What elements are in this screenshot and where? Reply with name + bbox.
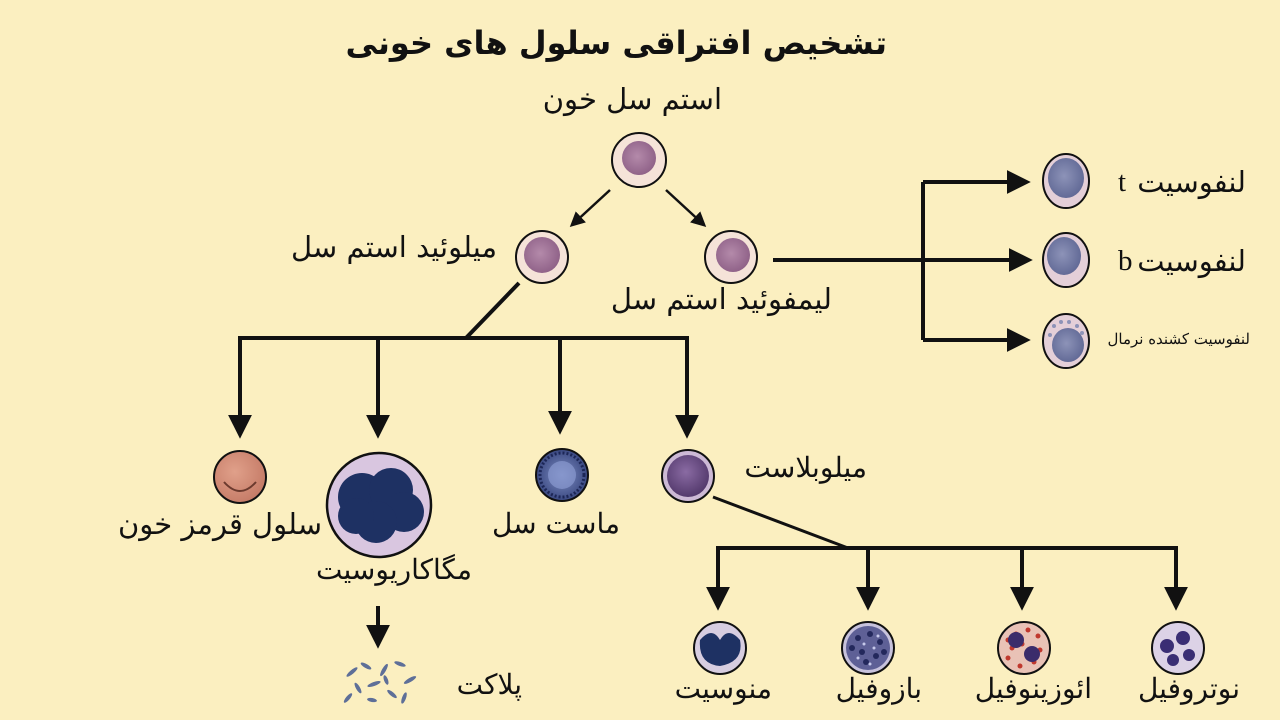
label-nk-lymphocyte: لنفوسیت کشنده نرمال	[1107, 330, 1250, 348]
diagram-title: تشخیص افتراقی سلول های خونی	[345, 24, 887, 62]
nk-lymphocyte-cell	[1042, 313, 1090, 369]
line-myeloid-diagonal	[464, 281, 521, 340]
label-lymphoid-stem-cell: لیمفوئید استم سل	[610, 282, 832, 316]
connectors	[228, 170, 1188, 649]
monocyte-cell	[693, 621, 747, 675]
label-myeloid-stem-cell: میلوئید استم سل	[290, 230, 497, 264]
label-platelet: پلاکت	[456, 668, 522, 701]
label-myeloblast: میلوبلاست	[744, 451, 867, 484]
label-b-letter: b	[1118, 245, 1133, 277]
label-neutrophil: نوتروفیل	[1137, 672, 1240, 705]
myeloid-stem-cell	[515, 230, 569, 284]
label-megakaryocyte: مگاکاریوسیت	[315, 553, 472, 586]
label-blood-stem-cell: استم سل خون	[542, 82, 722, 116]
lymphoid-stem-cell	[704, 230, 758, 284]
b-lymphocyte-cell	[1042, 232, 1090, 288]
platelets	[343, 661, 417, 704]
label-b-lymphocyte: لنفوسیت	[1137, 244, 1246, 278]
myeloblast-cell	[661, 449, 715, 503]
mast-cell	[535, 448, 589, 502]
line-myeloblast-diagonal	[712, 495, 849, 550]
label-mast-cell: ماست سل	[491, 507, 620, 540]
label-monocyte: منوسیت	[674, 672, 772, 705]
eosinophil-cell	[997, 621, 1051, 675]
arrow-stem-to-myeloid	[569, 189, 611, 228]
label-t-letter: t	[1118, 166, 1127, 198]
label-red-blood-cell: سلول قرمز خون	[118, 507, 322, 541]
blood-stem-cell	[611, 132, 667, 188]
neutrophil-cell	[1151, 621, 1205, 675]
t-lymphocyte-cell	[1042, 153, 1090, 209]
label-basophil: بازوفیل	[835, 672, 922, 705]
red-blood-cell	[213, 450, 267, 504]
arrow-stem-to-lymphoid	[665, 189, 707, 228]
label-eosinophil: ائوزینوفیل	[974, 672, 1092, 705]
label-t-lymphocyte: لنفوسیت	[1137, 165, 1246, 199]
basophil-cell	[841, 621, 895, 675]
megakaryocyte-cell	[325, 451, 433, 559]
